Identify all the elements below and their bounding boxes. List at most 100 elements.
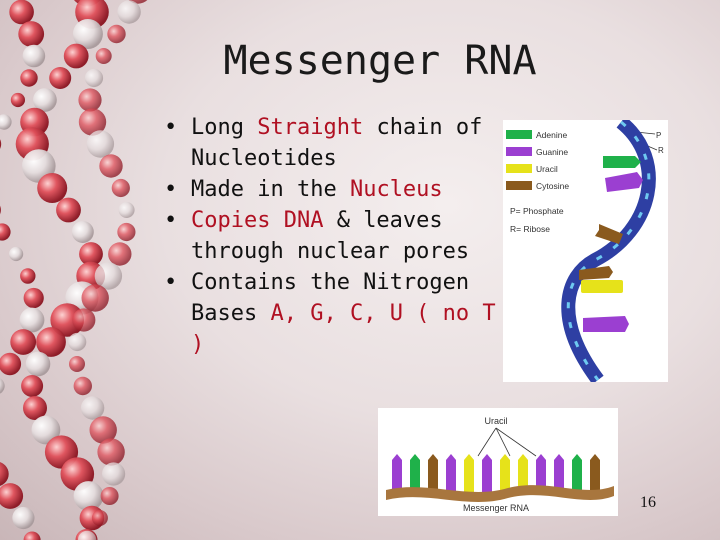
bead (0, 483, 24, 509)
bullet-dot: • (164, 270, 178, 295)
bead-strands-decoration (0, 0, 148, 540)
legend-label: Adenine (536, 130, 567, 140)
side-label-r: R (658, 146, 664, 155)
bead (68, 332, 87, 352)
bullet-seg: Long (191, 115, 258, 140)
bullet-seg: Contains the Nitrogen Bases (191, 270, 470, 326)
bead (56, 197, 81, 223)
bead (0, 223, 11, 241)
bullet-seg-highlight: Straight (257, 115, 364, 140)
bead (102, 462, 126, 486)
bullet-list: • Long Straight chain of Nucleotides • Mad… (158, 112, 503, 360)
bullet-dot: • (164, 115, 178, 140)
bead (9, 0, 34, 25)
guanine-base (583, 316, 629, 332)
bead (79, 242, 103, 266)
bead (20, 268, 36, 284)
bullet-dot: • (164, 208, 178, 233)
guanine-base (605, 172, 643, 192)
bead (111, 178, 130, 198)
bead (69, 356, 85, 372)
mrna-illustration: Uracil Messenger RNA (386, 416, 614, 513)
bead (107, 24, 126, 44)
bead (77, 530, 97, 540)
bead (20, 69, 38, 87)
bead (50, 303, 84, 337)
mrna-base (446, 454, 456, 492)
bead (31, 415, 61, 445)
bead (0, 462, 9, 486)
bead (94, 262, 123, 290)
bead (63, 43, 89, 69)
bead (0, 205, 1, 215)
mrna-base (590, 454, 600, 492)
bead (49, 67, 72, 89)
bead (19, 307, 45, 333)
mrna-base (392, 454, 402, 492)
legend-label: Uracil (536, 164, 558, 174)
bead (23, 287, 44, 309)
slide-title: Messenger RNA (223, 38, 537, 84)
bead (86, 130, 115, 158)
bead (33, 88, 57, 112)
guanine-swatch (506, 147, 532, 156)
bead (10, 92, 25, 108)
cytosine-base (595, 224, 623, 244)
bullet-item: • Long Straight chain of Nucleotides (158, 112, 503, 174)
bead (78, 88, 102, 112)
bullet-item: • Made in the Nucleus (158, 174, 503, 205)
bead (0, 352, 22, 376)
mrna-base (536, 454, 546, 492)
legend-label: Guanine (536, 147, 568, 157)
bead (12, 506, 35, 530)
bead (23, 531, 41, 540)
mrna-base (428, 454, 438, 492)
side-label-p: P (656, 131, 661, 140)
bead (37, 173, 68, 203)
bullet-seg-highlight: A, G, C, U ( no T ) (191, 301, 496, 357)
bead (73, 376, 93, 396)
bead (99, 154, 123, 178)
mrna-base (572, 454, 582, 492)
bead (10, 329, 37, 355)
bead (72, 19, 103, 49)
bead (100, 487, 119, 505)
mrna-base (482, 454, 492, 492)
bullet-dot: • (164, 177, 178, 202)
bead (71, 221, 94, 243)
bullet-item: •Copies DNA & leaves through nuclear por… (158, 205, 503, 267)
mrna-base-row (392, 454, 600, 492)
bead (25, 351, 51, 377)
bead (91, 510, 108, 526)
bead (81, 284, 109, 312)
bead (95, 48, 112, 64)
page-number: 16 (640, 494, 656, 511)
bullet-seg: & leaves through nuclear pores (191, 208, 470, 264)
bullet-seg: Made in the (191, 177, 350, 202)
cytosine-base (579, 266, 613, 280)
bead (18, 21, 45, 47)
mrna-strand-figure: Uracil Messenger RNA (378, 408, 618, 516)
legend-label: Cytosine (536, 181, 569, 191)
bead (84, 68, 104, 88)
bead (36, 327, 66, 357)
bead (0, 114, 12, 130)
adenine-swatch (506, 130, 532, 139)
uracil-swatch (506, 164, 532, 173)
bead (0, 139, 2, 149)
mrna-base (500, 454, 510, 492)
bead (23, 396, 47, 420)
bead (117, 0, 141, 24)
bead (9, 246, 24, 262)
bead (97, 438, 125, 466)
bullet-seg-highlight: Nucleus (349, 177, 443, 202)
bead (89, 416, 117, 444)
uracil-base (581, 280, 623, 293)
rna-strand-figure: Adenine Guanine Uracil Cytosine P= Phosp… (503, 116, 668, 385)
bead (117, 222, 136, 242)
mrna-base (464, 454, 474, 492)
bullet-seg: chain of Nucleotides (191, 115, 483, 171)
cytosine-swatch (506, 181, 532, 190)
bead (21, 375, 44, 397)
bead (72, 308, 96, 332)
